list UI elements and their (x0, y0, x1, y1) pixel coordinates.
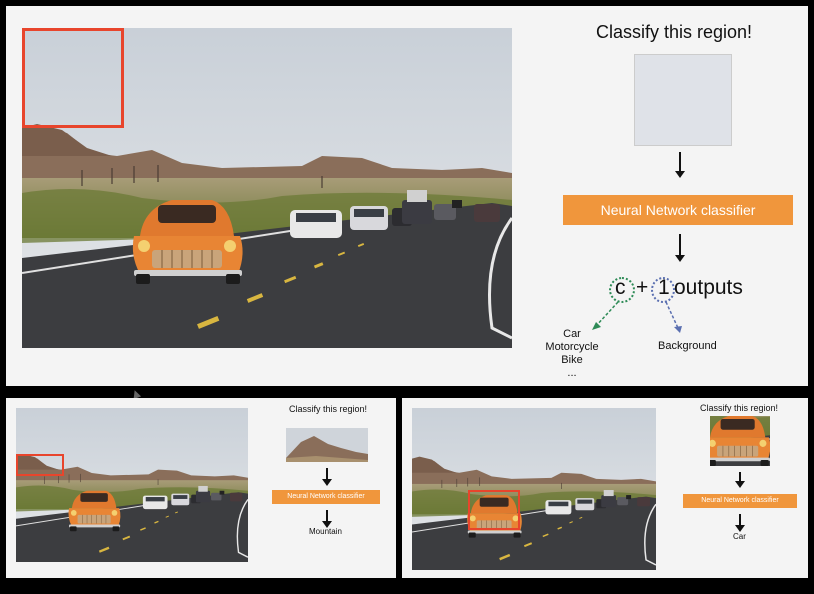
class-label: ... (567, 367, 577, 379)
c-circle (609, 277, 635, 303)
class-label: Motorcycle (545, 341, 599, 353)
outputs-label: outputs (674, 276, 743, 299)
region-crop (710, 416, 770, 466)
selection-box (16, 454, 64, 476)
road-image (412, 408, 656, 570)
selection-box (468, 490, 520, 530)
slide-title: Classify this region! (700, 403, 779, 413)
result-label: Mountain (309, 527, 342, 536)
classifier-box: Neural Network classifier (272, 490, 380, 504)
slide-title: Classify this region! (596, 22, 753, 42)
region-crop (634, 54, 732, 146)
pointer-arrows (592, 301, 682, 333)
class-list: Car Motorcycle Bike ... (534, 328, 610, 380)
background-label: Background (658, 340, 717, 352)
c-symbol: c (615, 276, 626, 299)
arrow-down (735, 514, 745, 532)
plus-symbol: + (636, 276, 649, 299)
one-symbol: 1 (658, 276, 670, 299)
arrow-down (735, 472, 745, 488)
classifier-box: Neural Network classifier (563, 195, 793, 225)
arrow-down (322, 468, 332, 486)
classifier-box: Neural Network classifier (683, 494, 797, 508)
result-label: Car (733, 532, 746, 541)
class-label: Bike (561, 354, 583, 366)
road-image (16, 408, 248, 562)
main-slide: Classify this region! Neural Network cla… (6, 6, 808, 386)
selection-box (22, 28, 124, 128)
arrow-down (675, 234, 685, 262)
arrow-down (322, 510, 332, 528)
region-crop (286, 428, 368, 462)
slide-left: Classify this region! Neural Network cla… (6, 398, 396, 578)
slide-right: Classify this region! Neural Network cla… (402, 398, 808, 578)
class-label: Car (563, 328, 581, 340)
slide-title: Classify this region! (289, 404, 368, 414)
arrow-down (675, 152, 685, 178)
one-circle (651, 277, 675, 303)
